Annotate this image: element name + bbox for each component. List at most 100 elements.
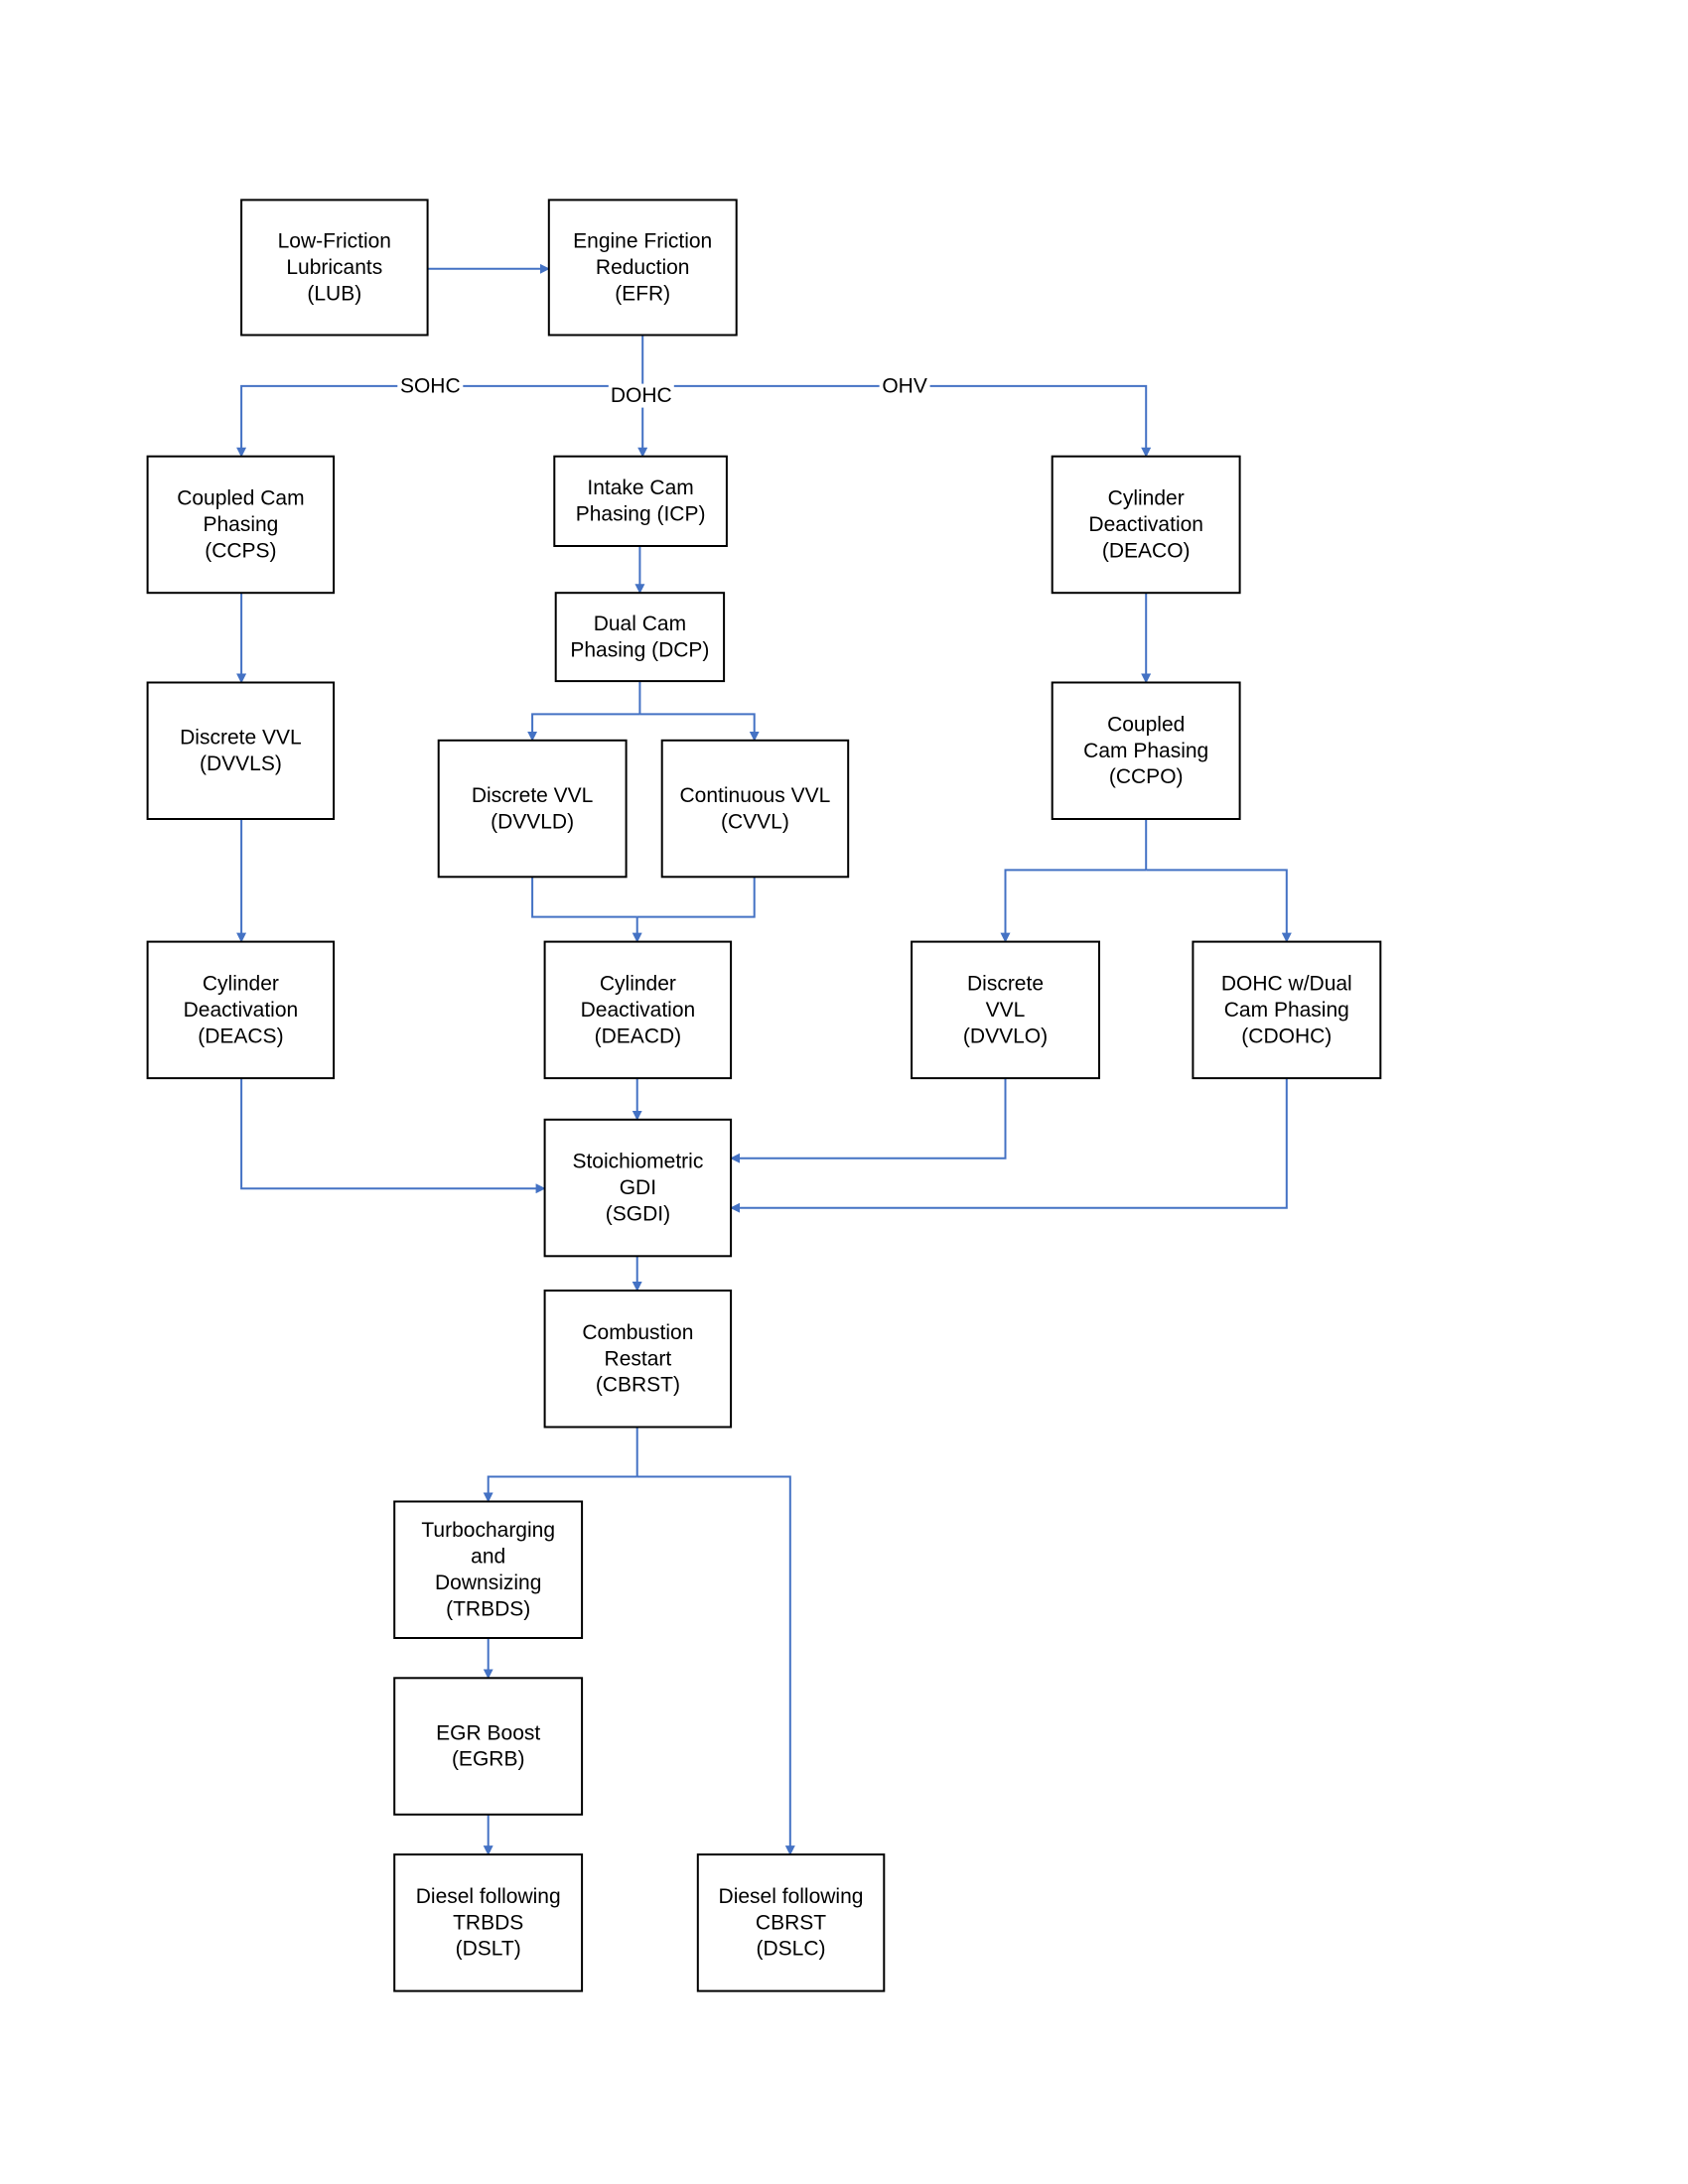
node-label-line: Engine Friction <box>573 230 712 253</box>
node-label-line: (SGDI) <box>606 1202 670 1225</box>
node-label-line: (CBRST) <box>596 1374 680 1397</box>
node-label-line: (CVVL) <box>721 810 789 833</box>
connector-cdohc-to-sgdi <box>730 1078 1288 1213</box>
connector-efr-to-deaco <box>642 384 1152 458</box>
node-label-line: (DEACS) <box>198 1024 283 1047</box>
node-box <box>393 1677 584 1816</box>
node-label-line: Cylinder <box>1108 487 1185 510</box>
node-label-line: (LUB) <box>307 282 361 305</box>
node-label-line: Coupled Cam <box>177 487 304 510</box>
node-label-line: Lubricants <box>286 256 382 279</box>
node-label-line: Combustion <box>582 1321 693 1344</box>
node-box <box>1192 940 1382 1080</box>
connector-deacs-to-sgdi <box>240 1078 546 1194</box>
node-box <box>437 739 628 879</box>
node-box <box>393 1853 584 1992</box>
node-label-line: VVL <box>986 999 1026 1022</box>
label-dohc-background <box>608 383 674 408</box>
node-box <box>911 940 1100 1080</box>
label-ohv-background <box>879 373 930 398</box>
node-egrb: EGR Boost (EGRB) <box>393 1677 584 1816</box>
node-label-line: (DVVLO) <box>963 1024 1048 1047</box>
node-box <box>146 681 336 820</box>
node-label-line: Diesel following <box>416 1885 561 1908</box>
node-label-line: (DSLT) <box>456 1938 521 1961</box>
connector-cbrst-to-dslc <box>636 1475 795 1856</box>
connector-dvvld-merge <box>531 877 637 918</box>
connector-layer <box>236 263 1292 1856</box>
node-label-line: Diesel following <box>719 1885 864 1908</box>
node-label-line: (DSLC) <box>756 1938 825 1961</box>
node-label-line: Deactivation <box>1088 513 1203 536</box>
node-label-line: (DVVLD) <box>491 810 574 833</box>
node-label-line: Cylinder <box>203 973 279 996</box>
node-label-line: (DEACD) <box>595 1024 682 1047</box>
connector-ccpo-to-cdohc <box>1146 869 1292 943</box>
node-label-line: (EGRB) <box>452 1748 525 1771</box>
node-label-line: (CCPS) <box>205 539 276 562</box>
node-box <box>146 455 336 595</box>
node-label-line: (CDOHC) <box>1241 1024 1332 1047</box>
node-label-line: Dual Cam <box>594 613 686 635</box>
node-dvvld: Discrete VVL (DVVLD) <box>437 739 628 879</box>
node-box <box>543 1290 733 1429</box>
connector-cvvl-merge <box>636 877 756 918</box>
label-sohc: SOHC <box>400 374 461 397</box>
node-label-line: Cam Phasing <box>1224 999 1349 1022</box>
node-label-line: (TRBDS) <box>446 1597 530 1620</box>
connector-efr-to-ccps <box>236 384 643 458</box>
node-label-line: EGR Boost <box>436 1721 540 1744</box>
node-label-line: Continuous VVL <box>680 784 831 807</box>
node-label-line: (DEACO) <box>1102 539 1191 562</box>
node-label-line: Phasing (DCP) <box>570 638 709 661</box>
node-cvvl: Continuous VVL (CVVL) <box>660 739 850 879</box>
node-label-line: Discrete VVL <box>472 784 594 807</box>
node-label-line: (DVVLS) <box>200 752 282 775</box>
label-dohc: DOHC <box>611 384 672 407</box>
node-box <box>393 1500 584 1639</box>
node-label-line: Low-Friction <box>278 230 391 253</box>
node-box <box>553 455 728 548</box>
node-label-line: Restart <box>605 1347 672 1370</box>
node-dvvls: Discrete VVL(DVVLS) <box>146 681 336 820</box>
node-label-line: Cam Phasing <box>1083 740 1208 762</box>
node-box <box>543 940 733 1080</box>
node-box <box>660 739 850 879</box>
node-label-line: Deactivation <box>184 999 299 1022</box>
node-label-line: Coupled <box>1107 713 1185 736</box>
node-label-line: Phasing <box>203 513 278 536</box>
connector-dcp-to-dvvld <box>527 713 640 742</box>
node-label-line: (CCPO) <box>1109 765 1184 788</box>
node-label-line: Downsizing <box>435 1571 541 1594</box>
node-label-line: Deactivation <box>581 999 696 1022</box>
connector-dcp-to-cvvl <box>639 713 760 742</box>
connector-ccpo-to-dvvlo <box>1000 869 1147 943</box>
node-box <box>1051 681 1241 820</box>
node-label-line: DOHC w/Dual <box>1221 973 1352 996</box>
node-label-line: TRBDS <box>453 1911 523 1934</box>
node-label-line: Discrete VVL <box>180 727 302 750</box>
node-label-line: Cylinder <box>600 973 676 996</box>
label-sohc-background <box>397 373 464 398</box>
node-box <box>1051 455 1241 595</box>
node-label-line: Intake Cam <box>587 477 693 499</box>
node-label-line: Turbocharging <box>421 1519 555 1542</box>
node-label-line: Discrete <box>967 973 1044 996</box>
node-box <box>696 1853 886 1992</box>
